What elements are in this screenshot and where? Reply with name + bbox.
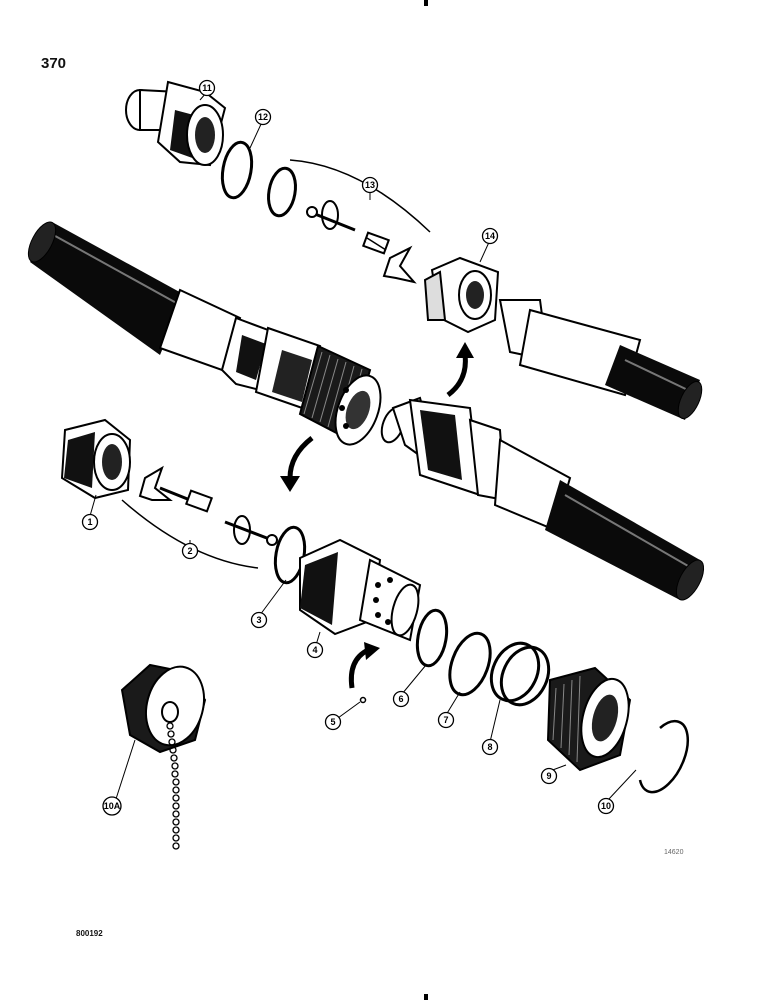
part-2-valve-kit — [121, 465, 278, 569]
callout-13: 13 — [361, 176, 379, 194]
callout-circle — [324, 713, 342, 731]
part-10-snap-ring — [638, 719, 690, 794]
callout-6: 6 — [392, 690, 410, 708]
callout-11: 11 — [198, 79, 216, 97]
page-number: 370 — [41, 55, 67, 72]
part-4-coupler-body — [299, 538, 422, 642]
callout-label: 6 — [398, 694, 403, 704]
callout-9: 9 — [540, 767, 558, 785]
part-5-ball — [359, 696, 367, 704]
callout-label: 8 — [487, 742, 492, 752]
part-13-valve-kit-top — [289, 159, 431, 284]
callout-circle — [437, 711, 455, 729]
callout-10: 10 — [597, 797, 615, 815]
bottom-mark — [424, 994, 428, 1000]
hose-upper-right — [498, 299, 703, 420]
callout-12: 12 — [254, 108, 272, 126]
part-11-adapter — [125, 80, 227, 167]
chain — [166, 722, 180, 850]
callout-label: 1 — [87, 517, 92, 527]
callout-circle — [198, 79, 216, 97]
callout-circle — [597, 797, 615, 815]
callout-2: 2 — [181, 542, 199, 560]
callout-label: 5 — [330, 717, 335, 727]
part-10a-dust-cap — [120, 663, 207, 850]
callout-label: 2 — [187, 546, 192, 556]
callout-circle — [481, 738, 499, 756]
callout-8: 8 — [481, 738, 499, 756]
callout-label: 10A — [104, 801, 121, 811]
callout-10a: 10A — [102, 796, 122, 816]
callout-circle — [254, 108, 272, 126]
part-8-spring — [489, 641, 551, 707]
arrow-curve-ball — [348, 642, 380, 689]
callout-label: 14 — [485, 231, 495, 241]
callout-3: 3 — [250, 611, 268, 629]
figure-code: 14620 — [664, 849, 684, 856]
callout-label: 11 — [202, 83, 212, 93]
callout-circle — [102, 796, 122, 816]
hose-lower-right — [380, 396, 705, 601]
part-6-o-ring — [415, 608, 449, 668]
part-12-o-ring — [220, 140, 297, 218]
callout-circle — [81, 513, 99, 531]
callout-label: 13 — [365, 180, 375, 190]
callout-circle — [181, 542, 199, 560]
callout-circle — [250, 611, 268, 629]
part-14-adapter — [423, 256, 500, 334]
callout-14: 14 — [481, 227, 499, 245]
hose-upper-left — [27, 221, 382, 446]
callout-label: 4 — [312, 645, 317, 655]
arrow-down — [280, 436, 314, 492]
part-7-ring — [448, 631, 492, 697]
callout-label: 3 — [256, 615, 261, 625]
callout-circle — [361, 176, 379, 194]
callout-circle — [481, 227, 499, 245]
top-mark — [424, 0, 428, 6]
callout-5: 5 — [324, 713, 342, 731]
callout-label: 9 — [546, 771, 551, 781]
arrow-up — [446, 342, 474, 397]
callout-1: 1 — [81, 513, 99, 531]
callout-label: 10 — [601, 801, 611, 811]
callout-label: 12 — [258, 112, 268, 122]
callout-label: 7 — [443, 715, 448, 725]
part-9-knurled-sleeve — [546, 666, 632, 772]
callout-4: 4 — [306, 641, 324, 659]
callout-7: 7 — [437, 711, 455, 729]
callout-circle — [540, 767, 558, 785]
part-1-hex-nut — [60, 418, 132, 500]
callout-circle — [392, 690, 410, 708]
callout-circle — [306, 641, 324, 659]
reference-code: 800192 — [76, 929, 103, 938]
